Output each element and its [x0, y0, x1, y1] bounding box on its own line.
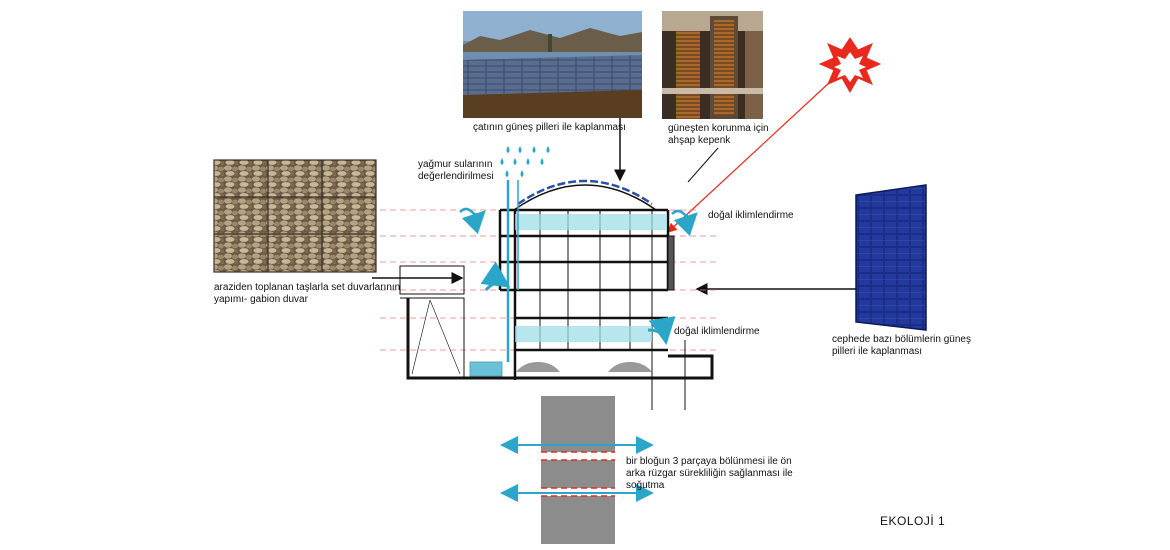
roof-solar-label: çatının güneş pilleri ile kaplanması — [473, 122, 626, 133]
natural-ventilation-top-label: doğal iklimlendirme — [708, 210, 794, 221]
wind-arrow-icon — [459, 207, 698, 237]
building-section — [380, 179, 720, 410]
wood-shutter-label: güneşten korunma için ahşap kepenk — [668, 123, 769, 146]
shutter-leader — [687, 147, 719, 183]
wood-shutter-photo — [662, 11, 763, 119]
facade-solar-label: cephede bazı bölümlerin güneş pilleri il… — [832, 334, 971, 357]
roof-solar-photo — [463, 11, 642, 118]
gabion-label: araziden toplanan taşlarla set duvarları… — [214, 282, 401, 305]
rain-drops-icon — [500, 146, 550, 177]
rainwater-label: yağmur sularının değerlendirilmesi — [418, 159, 494, 182]
natural-ventilation-bottom-label: doğal iklimlendirme — [674, 326, 760, 337]
block-split-label: bir bloğun 3 parçaya bölünmesi ile ön ar… — [626, 456, 793, 491]
sun-ray-arrow — [667, 81, 831, 233]
pv-panel-image — [855, 184, 927, 331]
sheet-title: EKOLOJİ 1 — [880, 514, 946, 528]
sun-burst-icon — [818, 37, 882, 94]
gabion-stone-image — [213, 159, 377, 273]
block-split-plan — [500, 396, 654, 544]
